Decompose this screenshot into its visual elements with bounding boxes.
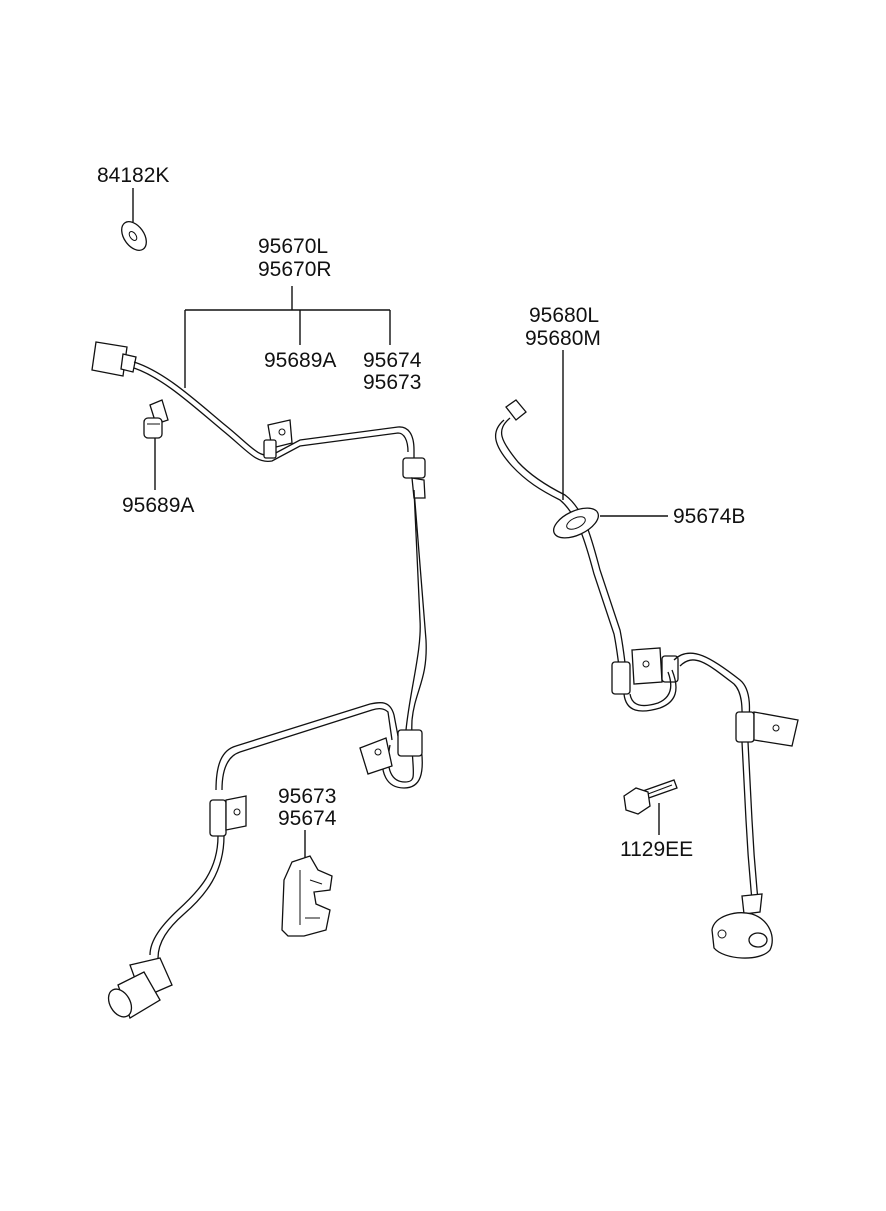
label-95674-mid: 95674 bbox=[278, 807, 337, 830]
front-sensor-harness bbox=[91, 341, 427, 1019]
label-84182k: 84182K bbox=[97, 164, 170, 187]
leader-lines bbox=[132, 188, 668, 862]
label-95680l: 95680L bbox=[529, 304, 600, 327]
washer-84182k bbox=[121, 221, 147, 251]
label-95680m: 95680M bbox=[525, 327, 601, 350]
rear-sensor-harness bbox=[494, 399, 799, 959]
bracket-95673-95674 bbox=[281, 855, 333, 937]
label-95689a-top: 95689A bbox=[264, 349, 337, 372]
label-95689a-left: 95689A bbox=[122, 494, 195, 517]
label-1129ee: 1129EE bbox=[620, 838, 694, 861]
label-95673-mid: 95673 bbox=[278, 785, 337, 808]
bolt-1129ee bbox=[623, 779, 678, 815]
clip-95689a bbox=[143, 399, 169, 439]
label-95674b: 95674B bbox=[673, 505, 746, 528]
label-95673-top: 95673 bbox=[363, 371, 422, 394]
label-95670l: 95670L bbox=[258, 235, 329, 258]
label-95674-top: 95674 bbox=[363, 349, 422, 372]
label-95670r: 95670R bbox=[258, 258, 332, 281]
